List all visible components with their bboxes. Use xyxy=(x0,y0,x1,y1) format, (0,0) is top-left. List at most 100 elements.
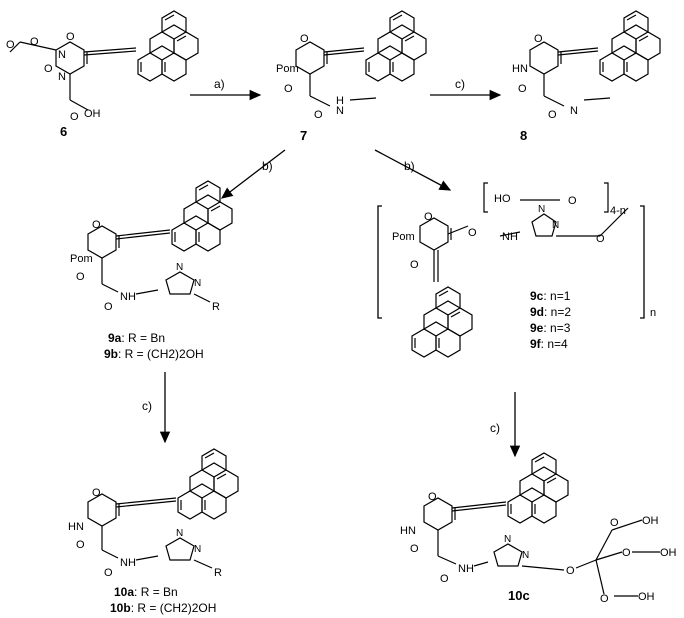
compound-label-10b: 10b xyxy=(110,601,131,615)
atom-hn-label: HN xyxy=(68,521,84,533)
atom-oh-label: OH xyxy=(84,108,101,120)
atom-o-label: O xyxy=(76,271,85,283)
compound-label-9e: 9e xyxy=(530,321,544,335)
atom-o-label: O xyxy=(30,36,39,48)
atom-hn-label: HN xyxy=(512,63,528,75)
atom-o-label: O xyxy=(410,259,419,271)
substituent-r-label: R xyxy=(212,301,220,313)
compound-10b-r: : R = (CH2)2OH xyxy=(131,601,217,615)
atom-n-label: N xyxy=(58,49,66,61)
compound-label-9b: 9b xyxy=(104,347,118,361)
atom-o-label: O xyxy=(66,31,75,43)
atom-o-label: O xyxy=(622,547,631,559)
reagent-label-b: b) xyxy=(262,159,273,173)
atom-n-label: N xyxy=(570,105,578,117)
atom-oh-label: OH xyxy=(642,515,659,527)
compound-label-10a: 10a xyxy=(114,585,134,599)
repeat-n-label: n xyxy=(650,307,656,319)
compound-9c-n: : n=1 xyxy=(543,289,570,303)
atom-o-label: O xyxy=(468,227,477,239)
atom-hn-label: HN xyxy=(400,525,416,537)
compound-9d-text: 9d: n=2 xyxy=(530,305,571,319)
substituent-r-label: R xyxy=(214,567,222,579)
compound-label-9a: 9a xyxy=(108,331,122,345)
atom-n-label: N xyxy=(552,220,559,231)
atom-n-label: N xyxy=(538,204,545,215)
pom-label: Pom xyxy=(276,63,299,75)
atom-n-label: N xyxy=(522,550,529,561)
atom-o-label: O xyxy=(428,491,437,503)
compound-10a-text: 10a: R = Bn xyxy=(114,585,178,599)
pom-label: Pom xyxy=(392,231,415,243)
compound-9b-text: 9b: R = (CH2)2OH xyxy=(104,347,204,361)
reagent-label-c: c) xyxy=(142,399,152,413)
atom-nh-label: NH xyxy=(120,557,136,569)
atom-o-label: O xyxy=(518,83,527,95)
atom-o-label: O xyxy=(600,593,609,605)
atom-o-label: O xyxy=(410,543,419,555)
atom-n-label: N xyxy=(504,534,511,545)
atom-n-label: N xyxy=(194,278,201,289)
atom-oh-label: OH xyxy=(660,547,677,559)
reaction-arrow-b-left xyxy=(220,149,286,199)
compound-9f-n: : n=4 xyxy=(541,337,568,351)
compound-label-9c: 9c xyxy=(530,289,544,303)
atom-o-label: O xyxy=(440,573,449,585)
compound-9ab-structure: Pom O O NH O N N R xyxy=(70,180,233,313)
compound-10b-text: 10b: R = (CH2)2OH xyxy=(110,601,216,615)
compound-9f-text: 9f: n=4 xyxy=(530,337,568,351)
atom-h-label: H xyxy=(336,95,344,107)
atom-o-label: O xyxy=(44,63,53,75)
compound-9a-text: 9a: R = Bn xyxy=(108,331,165,345)
atom-ho-label: HO xyxy=(494,193,511,205)
compound-10ab-structure: HN O O NH O N N R xyxy=(68,448,239,579)
reaction-arrow-b-right xyxy=(374,149,452,191)
compound-label-10c: 10c xyxy=(508,588,530,603)
compound-label-7: 7 xyxy=(300,128,307,143)
compound-7-structure: Pom O O H N O xyxy=(276,10,427,121)
atom-oh-label: OH xyxy=(638,591,655,603)
compound-10a-r: : R = Bn xyxy=(134,585,178,599)
reagent-label-c: c) xyxy=(455,77,465,91)
compound-8-structure: HN O O N O xyxy=(512,10,661,121)
atom-o-label: O xyxy=(566,565,575,577)
atom-n-label: N xyxy=(176,528,183,539)
compound-6-structure: O O N N OH O O O xyxy=(6,10,199,123)
compound-10c-structure: HN O O NH O N N O O O O OH OH OH xyxy=(400,452,677,605)
atom-n-label: N xyxy=(58,71,66,83)
repeat-count-label: 4-n xyxy=(610,205,626,217)
atom-n-label: N xyxy=(336,105,344,117)
atom-o-label: O xyxy=(70,111,79,123)
atom-o-label: O xyxy=(534,33,543,45)
compound-9e-text: 9e: n=3 xyxy=(530,321,571,335)
pom-label: Pom xyxy=(70,253,93,265)
atom-nh-label: NH xyxy=(458,563,474,575)
reagent-label-b: b) xyxy=(404,159,415,173)
atom-o-label: O xyxy=(284,83,293,95)
atom-nh-label: NH xyxy=(120,291,136,303)
compound-9b-r: : R = (CH2)2OH xyxy=(118,347,204,361)
compound-9c-text: 9c: n=1 xyxy=(530,289,571,303)
atom-o-label: O xyxy=(610,517,619,529)
compound-label-6: 6 xyxy=(60,124,67,139)
atom-o-label: O xyxy=(104,301,113,313)
reagent-label-a: a) xyxy=(214,77,225,91)
atom-o-label: O xyxy=(92,219,101,231)
compound-9e-n: : n=3 xyxy=(543,321,570,335)
compound-label-8: 8 xyxy=(520,128,527,143)
atom-n-label: N xyxy=(194,544,201,555)
atom-o-label: O xyxy=(104,567,113,579)
atom-o-label: O xyxy=(596,233,605,245)
atom-n-label: N xyxy=(176,262,183,273)
compound-9cf-structure: Pom O O O NH N N O HO O 4-n n xyxy=(377,182,656,358)
atom-o-label: O xyxy=(92,487,101,499)
atom-o-label: O xyxy=(300,33,309,45)
atom-o-label: O xyxy=(76,539,85,551)
atom-o-label: O xyxy=(568,195,577,207)
atom-o-label: O xyxy=(314,109,323,121)
compound-9a-r: : R = Bn xyxy=(121,331,165,345)
atom-o-label: O xyxy=(424,211,433,223)
compound-label-9f: 9f xyxy=(530,337,542,351)
atom-o-label: O xyxy=(6,39,15,51)
